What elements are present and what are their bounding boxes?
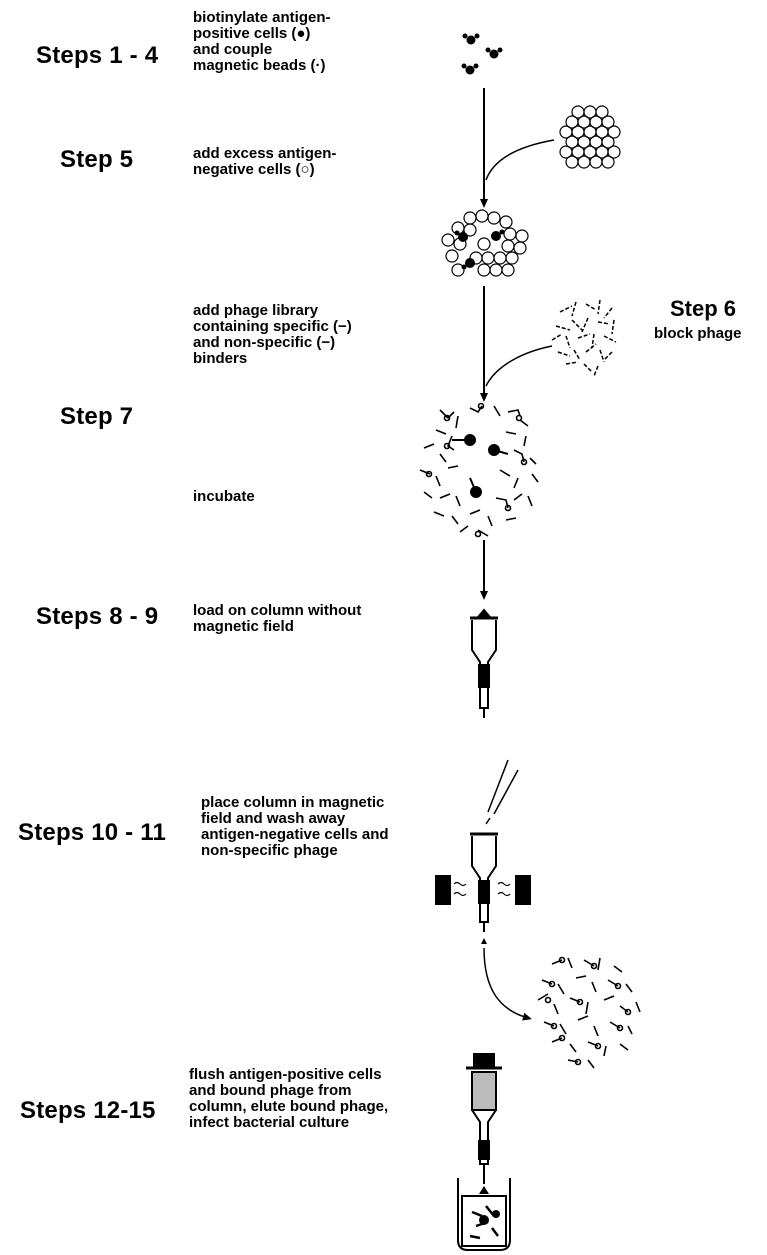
step-8-9-description: load on column without magnetic field [193,602,362,635]
step-5-label: Step 5 [60,146,134,173]
step-1-4-description: biotinylate antigen- positive cells (●) … [193,9,331,74]
merge-curve-step6 [485,345,553,387]
antigen-negative-cell-cluster [559,105,621,169]
flush-arrow [479,1186,489,1194]
column-without-magnet [470,608,498,718]
step-6-label: Step 6 [670,296,737,321]
blocking-phage-cluster [551,299,617,377]
step-10-11-label: Steps 10 - 11 [18,819,167,846]
wash-out-curve [483,947,532,1021]
washed-away-phage-cluster [537,956,641,1069]
drip-dot [481,938,487,944]
step-12-15-description: flush antigen-positive cells and bound p… [189,1066,389,1131]
merge-curve-step5 [485,139,555,181]
step-7-library-description: add phage library containing specific (−… [193,302,352,367]
wash-pipette [485,759,519,825]
step-1-4-label: Steps 1 - 4 [36,42,159,69]
step-8-9-label: Steps 8 - 9 [36,603,159,630]
step-7-incubate-description: incubate [193,488,255,505]
antigen-positive-cells [461,33,503,75]
step-5-description: add excess antigen- negative cells (○) [193,145,337,178]
incubation-phage-cluster [419,402,539,538]
specific-phage-bound-cells [452,434,509,498]
column-in-magnetic-field [435,832,531,932]
step-7-label: Step 7 [60,403,134,430]
step-6-description: block phage [654,325,742,342]
step-12-15-label: Steps 12-15 [20,1097,156,1124]
step-10-11-description: place column in magnetic field and wash … [201,794,389,859]
bacterial-culture-tube [457,1178,511,1251]
mixed-cell-cluster [441,209,529,277]
flush-syringe [466,1053,502,1184]
